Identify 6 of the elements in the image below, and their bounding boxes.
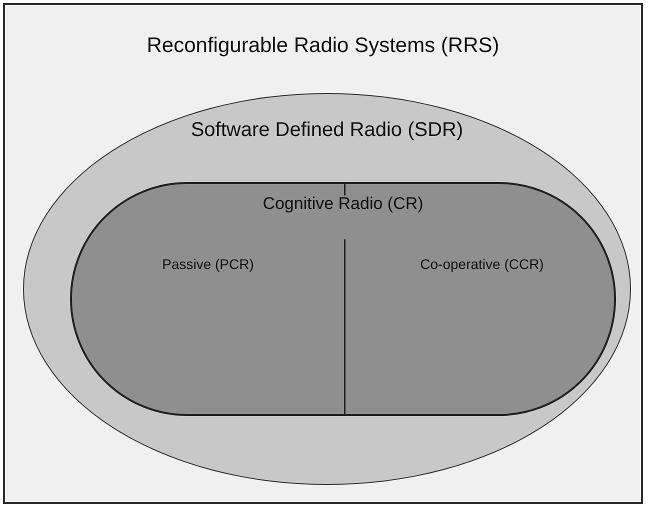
region-label: Passive (PCR) [162, 256, 254, 272]
region-title: Reconfigurable Radio Systems (RRS) [146, 34, 500, 58]
region-title: Software Defined Radio (SDR) [190, 119, 464, 142]
outer-frame [3, 3, 643, 504]
region-label: Co-operative (CCR) [420, 256, 544, 272]
region-title: Cognitive Radio (CR) [262, 194, 424, 214]
